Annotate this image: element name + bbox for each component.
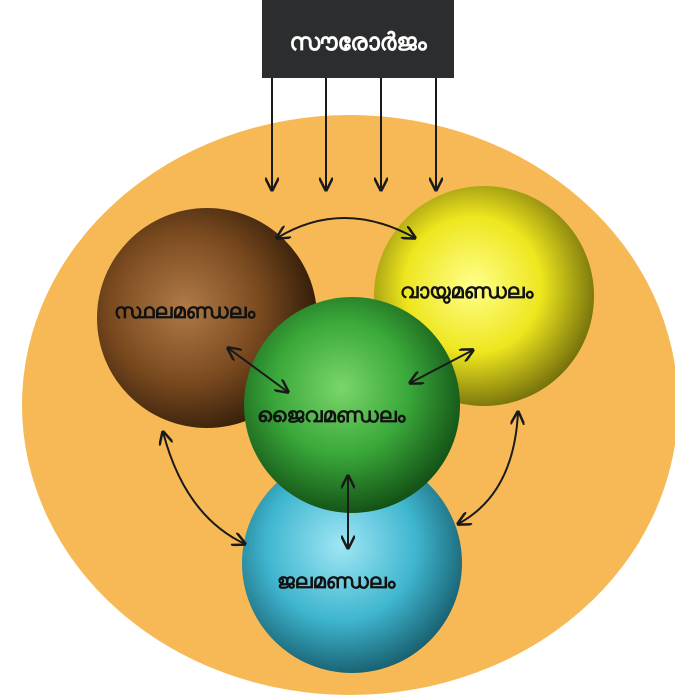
sunlight-arrows: [272, 78, 436, 190]
hydrosphere-sphere: [242, 453, 462, 673]
solar-energy-label: സൗരോർജം: [289, 28, 427, 56]
arrow-lithosphere-hydrosphere: [163, 432, 245, 544]
arrow-atmosphere-hydrosphere: [458, 412, 518, 524]
biosphere-label: ജൈവമണ്ഡലം: [257, 403, 407, 427]
hydrosphere-label: ജലമണ്ഡലം: [277, 569, 397, 593]
lithosphere-label: സ്ഥലമണ്ഡലം: [114, 299, 257, 323]
arrow-lithosphere-atmosphere: [277, 217, 415, 238]
arrow-atmosphere-biosphere: [410, 350, 473, 383]
solar-energy-box: [262, 0, 454, 78]
interaction-arrows: [163, 217, 518, 548]
arrow-lithosphere-biosphere: [228, 348, 288, 392]
biosphere-sphere: [244, 297, 460, 513]
atmosphere-label: വായുമണ്ഡലം: [400, 279, 535, 304]
